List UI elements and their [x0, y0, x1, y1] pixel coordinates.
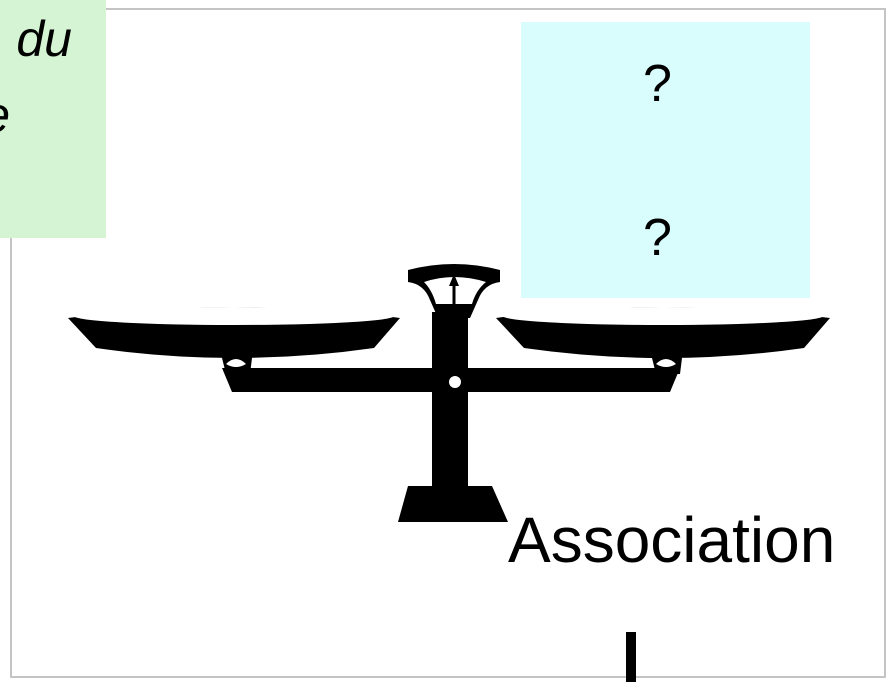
needle-arrow-icon [449, 274, 459, 286]
left-pan-surface [74, 307, 394, 325]
unknowns-panel [521, 22, 810, 298]
association-connector [626, 632, 636, 682]
scale-base [398, 486, 508, 522]
side-note-box: du e [0, 0, 106, 238]
scale-pivot [449, 376, 461, 388]
right-pan-surface [503, 307, 823, 325]
association-label: Association [508, 504, 836, 576]
side-note-line-2: e [0, 90, 10, 140]
question-mark-bottom: ? [643, 209, 672, 267]
question-mark-top: ? [643, 55, 672, 113]
scale-pillar [432, 312, 468, 488]
side-note-line-1: du [16, 11, 72, 67]
